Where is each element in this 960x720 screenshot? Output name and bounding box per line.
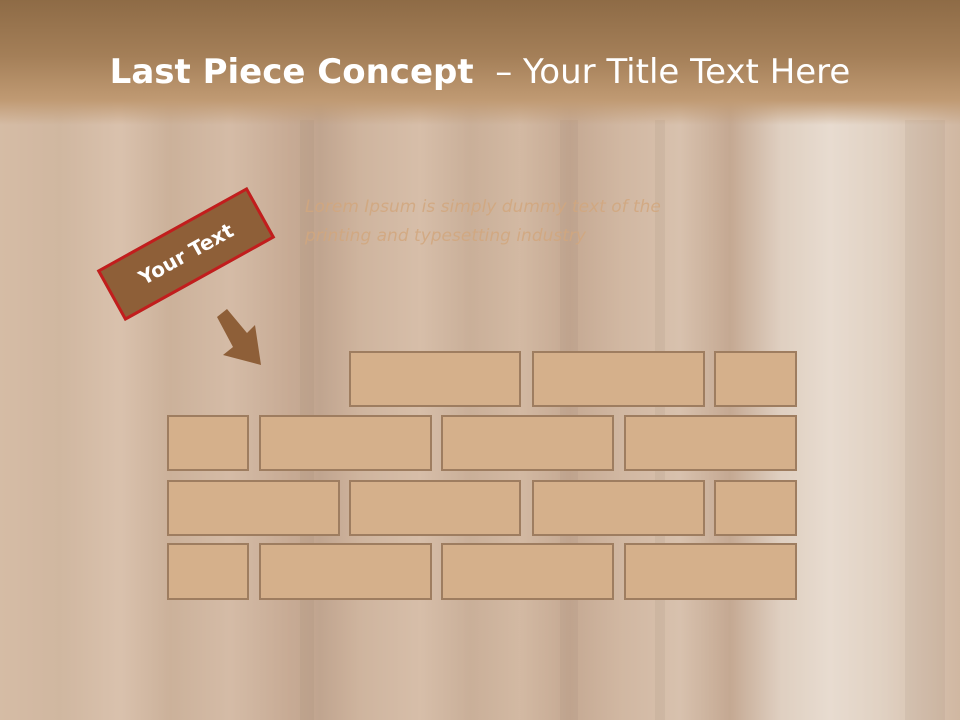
brick xyxy=(714,480,797,536)
brick xyxy=(624,415,797,471)
brick xyxy=(441,543,614,600)
brick xyxy=(441,415,614,471)
brick xyxy=(167,543,249,600)
brick xyxy=(259,543,432,600)
brick xyxy=(259,415,432,471)
brick xyxy=(167,415,249,471)
slide-title: Last Piece Concept – Your Title Text Her… xyxy=(0,52,960,92)
body-text: Lorem Ipsum is simply dummy text of the … xyxy=(305,193,725,251)
title-rest: – Your Title Text Here xyxy=(495,52,851,92)
title-bar xyxy=(0,0,960,125)
title-bold: Last Piece Concept xyxy=(109,52,474,92)
brick xyxy=(532,351,705,407)
wood-grain xyxy=(905,120,945,720)
brick xyxy=(532,480,705,536)
brick xyxy=(714,351,797,407)
brick xyxy=(167,480,340,536)
brick xyxy=(349,351,521,407)
brick xyxy=(349,480,521,536)
brick xyxy=(624,543,797,600)
body-text-line: printing and typesetting industry xyxy=(305,226,586,246)
body-text-line: Lorem Ipsum is simply dummy text of the xyxy=(305,197,661,217)
arrow-down-right-icon xyxy=(217,309,261,365)
